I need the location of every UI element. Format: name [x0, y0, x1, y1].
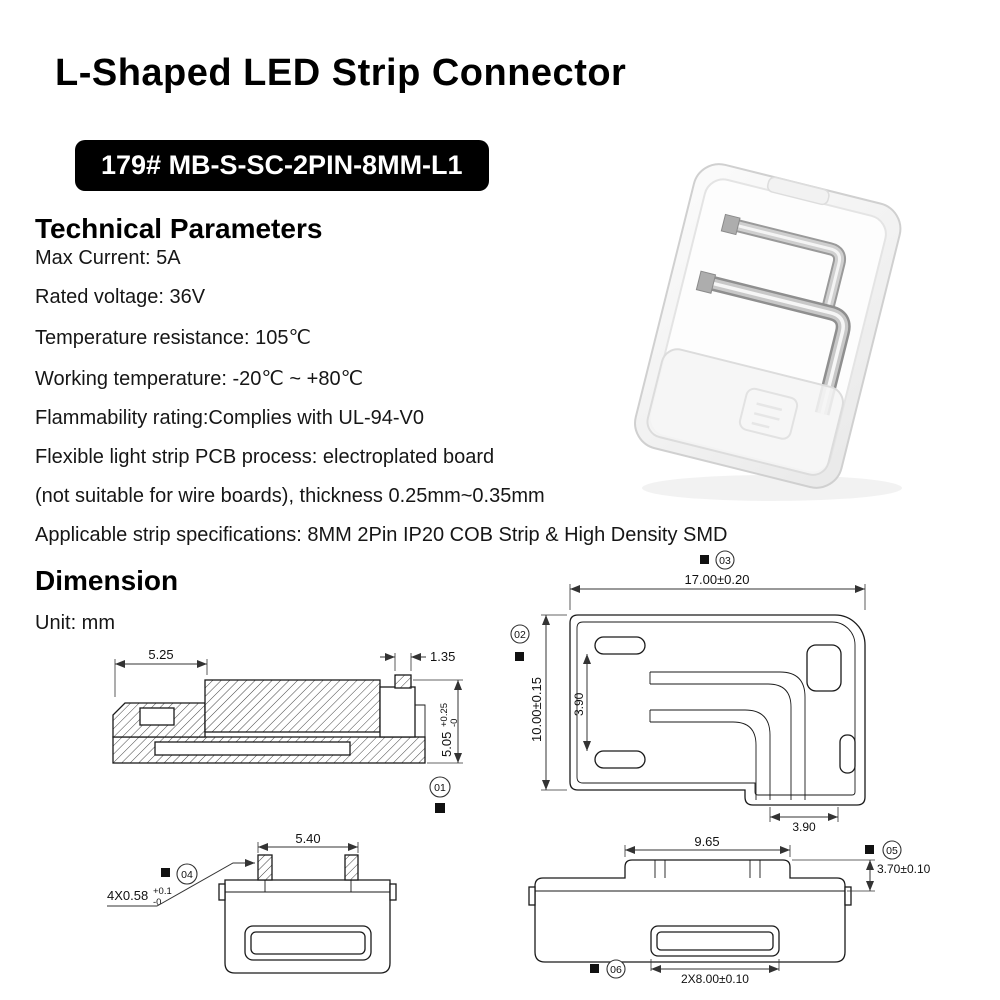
ref-square: [161, 868, 170, 877]
tech-param-line: Flammability rating:Complies with UL-94-…: [35, 407, 425, 429]
side-view-dim-5-05: 5.05: [439, 732, 454, 757]
top-view-dim-arm: 3.90: [792, 820, 816, 834]
drawing-side-view: 5.25 1.35 5.05 +0.25 -0 01: [112, 647, 463, 813]
ref-06-label: 06: [610, 964, 622, 976]
top-view-pin-channels: [649, 671, 806, 800]
tech-param-line: Rated voltage: 36V: [35, 286, 206, 308]
side-view-dim-5-05-lower-tol: -0: [449, 719, 460, 727]
bottom-view-dim-tab-width: 4X0.58: [107, 888, 148, 903]
connector-clip-tab: [766, 176, 830, 206]
top-view-dim-height: 10.00±0.15: [529, 677, 544, 742]
front-view-dimensions: 9.65 3.70±0.10 2X8.00±0.10: [624, 834, 931, 986]
ref-01-label: 01: [434, 782, 446, 794]
metal-pin-lower: [710, 276, 851, 416]
top-view-dim-slot-gap: 3.90: [572, 692, 586, 716]
technical-parameters-list: Max Current: 5A Rated voltage: 36V Tempe…: [35, 247, 865, 563]
ref-04-label: 04: [181, 869, 193, 881]
product-photo: [634, 163, 902, 501]
front-view-dim-2x8: 2X8.00±0.10: [681, 972, 749, 986]
ref-marker-05: 05: [865, 840, 902, 860]
tech-param-line: Working temperature: -20℃ ~ +80℃: [35, 368, 364, 390]
side-view-dimensions: 5.25 1.35 5.05 +0.25 -0: [114, 647, 463, 764]
dimension-heading: Dimension: [35, 565, 179, 596]
ref-03-label: 03: [719, 555, 731, 567]
tech-param-line: Temperature resistance: 105℃: [35, 327, 311, 349]
pin-pad: [720, 213, 741, 236]
ref-marker-06: 06: [590, 959, 626, 979]
ref-05-label: 05: [886, 845, 898, 857]
ref-marker-04: 04: [161, 863, 198, 885]
tech-param-line: (not suitable for wire boards), thicknes…: [35, 485, 545, 507]
model-badge: 179# MB-S-SC-2PIN-8MM-L1: [75, 140, 489, 191]
tech-param-line: Flexible light strip PCB process: electr…: [35, 446, 495, 468]
bottom-view-part: [218, 854, 397, 974]
ref-square: [515, 652, 524, 661]
cover-emboss: [738, 387, 799, 440]
cover-emboss-lines: [751, 402, 783, 429]
side-view-dim-5-05-upper-tol: +0.25: [439, 703, 450, 727]
ref-square: [435, 803, 445, 813]
pin-pad: [695, 270, 717, 294]
drawing-top-view: 17.00±0.20 10.00±0.15 3.90 3.90 03 02: [510, 550, 866, 834]
ref-marker-01: 01: [429, 776, 451, 813]
top-view-dim-width: 17.00±0.20: [685, 572, 750, 587]
ref-marker-02: 02: [510, 624, 530, 661]
side-view-dim-1-35: 1.35: [430, 649, 455, 664]
ref-square: [700, 555, 709, 564]
front-view-part: [528, 859, 852, 963]
bottom-view-tab-lower-tol: -0: [153, 897, 161, 908]
tech-param-line: Max Current: 5A: [35, 247, 181, 269]
ref-marker-03: 03: [700, 550, 735, 570]
tech-param-line: Applicable strip specifications: 8MM 2Pi…: [35, 524, 728, 546]
metal-pin-upper: [735, 219, 847, 316]
connector-cover-flap: [646, 348, 844, 476]
drawing-bottom-view: 5.40 4X0.58 +0.1 -0 04: [107, 831, 397, 974]
page-title: L-Shaped LED Strip Connector: [55, 52, 627, 94]
drawing-front-view: 9.65 3.70±0.10 2X8.00±0.10 05 06: [528, 834, 931, 986]
photo-shadow: [642, 475, 902, 501]
unit-label: Unit: mm: [35, 612, 115, 634]
front-view-dim-9-65: 9.65: [694, 834, 719, 849]
top-view-dimensions: 17.00±0.20 10.00±0.15 3.90 3.90: [529, 572, 866, 834]
side-view-dim-5-25: 5.25: [148, 647, 173, 662]
ref-square: [865, 845, 874, 854]
front-view-dim-3-70: 3.70±0.10: [877, 862, 931, 876]
bottom-view-tab-upper-tol: +0.1: [153, 886, 172, 897]
top-view-part: [569, 614, 866, 806]
bottom-view-dimensions: 5.40 4X0.58 +0.1 -0: [107, 831, 359, 908]
ref-square: [590, 964, 599, 973]
technical-parameters-heading: Technical Parameters: [35, 213, 323, 244]
bottom-view-dim-5-40: 5.40: [295, 831, 320, 846]
ref-02-label: 02: [514, 629, 526, 641]
side-view-part: [112, 674, 426, 764]
